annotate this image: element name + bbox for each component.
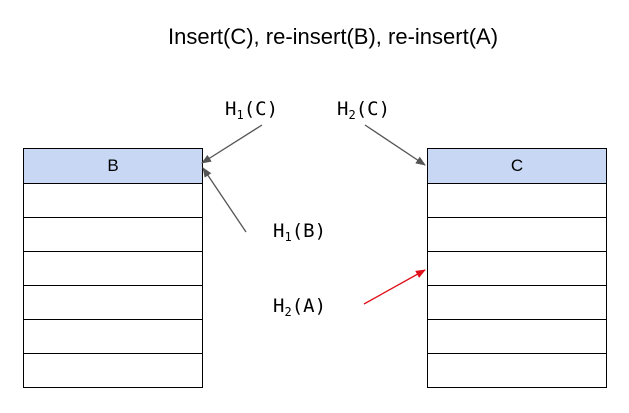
label-h1-b: H1(B) [273, 220, 327, 244]
label-h2-a: H2(A) [273, 295, 327, 319]
table1-slot-5 [24, 319, 202, 353]
table1-slot-4 [24, 285, 202, 319]
table2-slot-4 [428, 285, 606, 319]
arrow-h2a-to-table2 [363, 269, 426, 305]
arrow-h2c-to-table2 [364, 124, 426, 166]
label-h2-c: H2(C) [337, 98, 391, 122]
table2-slot-0: C [428, 149, 606, 183]
diagram-title: Insert(C), re-insert(B), re-insert(A) [168, 24, 499, 49]
table1-slot-1 [24, 183, 202, 217]
arrow-h1c-to-table1 [201, 124, 263, 164]
table1-slot-3 [24, 251, 202, 285]
table1-slot-6 [24, 353, 202, 387]
table2-slot-1 [428, 183, 606, 217]
arrow-h1b-to-table1 [202, 167, 247, 233]
hash-table-2: C [427, 148, 607, 388]
hash-table-1: B [23, 148, 203, 388]
table2-slot-2 [428, 217, 606, 251]
table2-slot-5 [428, 319, 606, 353]
table2-slot-6 [428, 353, 606, 387]
table1-slot-2 [24, 217, 202, 251]
table2-slot-3 [428, 251, 606, 285]
label-h1-c: H1(C) [225, 98, 279, 122]
table1-slot-0: B [24, 149, 202, 183]
